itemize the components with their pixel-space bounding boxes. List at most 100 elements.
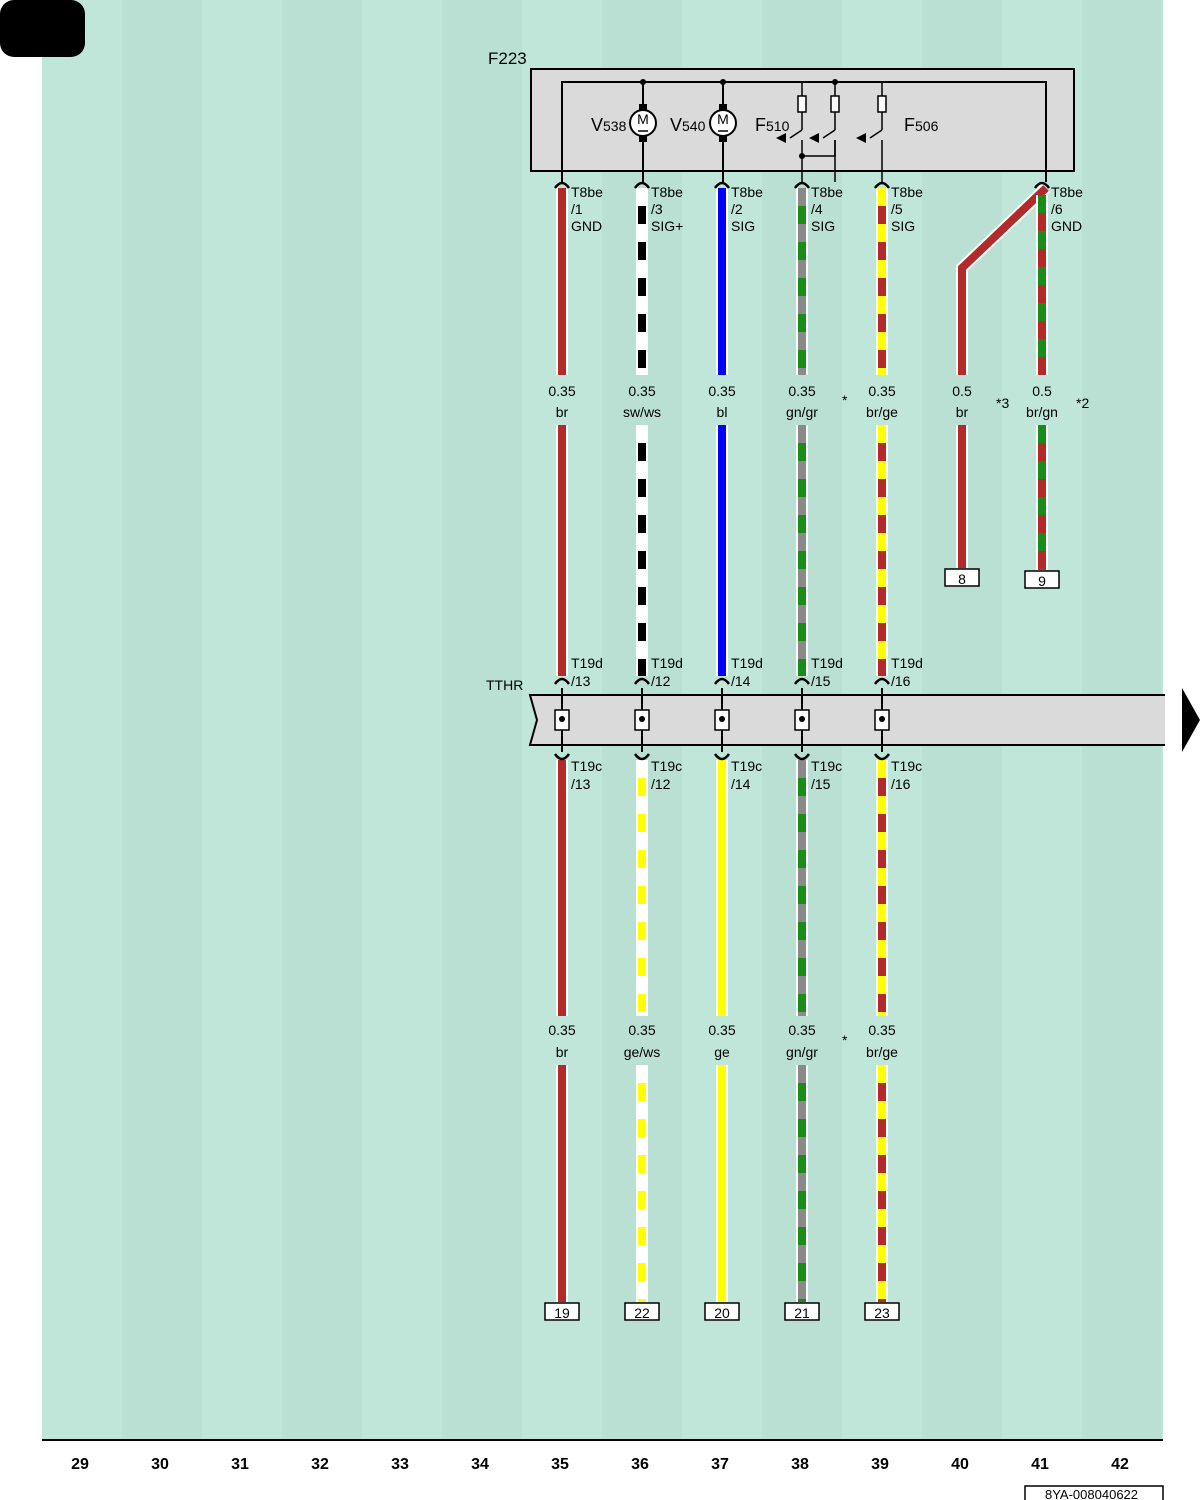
t19c-label: T19c	[891, 758, 922, 774]
resistor-icon	[797, 95, 807, 113]
t19c-label: /13	[571, 776, 591, 792]
terminal-box	[944, 568, 980, 587]
junction-dot	[832, 79, 838, 85]
splice-dot	[639, 716, 645, 722]
color-label: br/ge	[866, 1044, 898, 1060]
grid-number: 31	[231, 1456, 249, 1473]
switch-arrow-icon	[856, 133, 866, 143]
pin-label: T8be	[571, 184, 603, 200]
connector-icon	[713, 677, 731, 685]
splice-dot	[879, 716, 885, 722]
grid-number: 33	[391, 1456, 409, 1473]
gauge-label: 0.35	[788, 383, 815, 399]
component-name: F506	[904, 115, 939, 135]
t19c-label: T19c	[731, 758, 762, 774]
switch-arrow-icon	[809, 133, 819, 143]
corner-tab	[0, 0, 85, 57]
pin-label: GND	[571, 218, 602, 234]
t19d-label: T19d	[891, 655, 923, 671]
pin-label: T8be	[811, 184, 843, 200]
pin-label: T8be	[651, 184, 683, 200]
page-tab	[0, 0, 1200, 752]
grid-number: 42	[1111, 1456, 1129, 1473]
wire-labels: T8be/1GND0.35brT19d/13T19c/130.35br19T8b…	[544, 184, 1089, 1321]
gauge-label: 0.35	[548, 383, 575, 399]
pin-label: GND	[1051, 218, 1082, 234]
grid-number: 35	[551, 1456, 569, 1473]
t19d-label: /16	[891, 673, 911, 689]
connector-icon	[633, 677, 651, 685]
motor-icon	[629, 109, 657, 137]
terminal-box	[864, 1302, 900, 1321]
grid-stripe	[442, 0, 522, 1440]
wires	[553, 181, 1051, 1302]
connector-icon	[553, 677, 571, 685]
gauge-label: 0.5	[1032, 383, 1052, 399]
pin-label: /5	[891, 201, 903, 217]
pin-label: T8be	[891, 184, 923, 200]
t19d-label: T19d	[571, 655, 603, 671]
color-label: br/ge	[866, 404, 898, 420]
connector-icon	[633, 181, 651, 189]
terminal-number: 8	[958, 571, 966, 587]
pin-label: T8be	[731, 184, 763, 200]
motor-symbol: M	[637, 111, 649, 127]
t19c-label: /12	[651, 776, 671, 792]
t19d-label: /12	[651, 673, 671, 689]
connector-icon	[873, 181, 891, 189]
t19c-label: T19c	[651, 758, 682, 774]
component-name: V540	[670, 115, 706, 135]
switch-arrow-icon	[776, 133, 786, 143]
gauge-label: 0.5	[952, 383, 972, 399]
switch-link	[802, 140, 836, 157]
t19d-label: T19d	[731, 655, 763, 671]
color-label: br	[956, 404, 969, 420]
grid-number: 29	[71, 1456, 89, 1473]
grid-number: 37	[711, 1456, 729, 1473]
motor-symbol: M	[717, 111, 729, 127]
junction-dot	[720, 79, 726, 85]
component-name: F510	[755, 115, 790, 135]
color-label: br	[556, 404, 569, 420]
pin-label: T8be	[1051, 184, 1083, 200]
junction-dot	[640, 79, 646, 85]
gauge-label: 0.35	[628, 383, 655, 399]
grid-number: 30	[151, 1456, 169, 1473]
footnote-mark: *2	[1076, 395, 1089, 411]
terminal-box	[544, 1302, 580, 1321]
grid-number: 34	[471, 1456, 489, 1473]
tthr-harness	[528, 688, 1165, 752]
splice-dot	[559, 716, 565, 722]
harness-body	[528, 694, 1165, 746]
terminal-box	[784, 1302, 820, 1321]
connector-icon	[793, 753, 811, 761]
connector-icon	[793, 677, 811, 685]
color-label: br	[556, 1044, 569, 1060]
connector-icon	[793, 181, 811, 189]
t19c-label: T19c	[811, 758, 842, 774]
t19c-label: T19c	[571, 758, 602, 774]
terminal-number: 20	[714, 1305, 730, 1321]
t19c-label: /14	[731, 776, 751, 792]
connector-icon	[1033, 181, 1051, 189]
grid-number: 41	[1031, 1456, 1049, 1473]
pin-label: SIG+	[651, 218, 683, 234]
f223-housing: M M V538 V540 F510 F506	[530, 68, 1075, 182]
resistor-icon	[830, 95, 840, 113]
grid-number: 39	[871, 1456, 889, 1473]
color-label: ge/ws	[624, 1044, 661, 1060]
color-label: gn/gr	[786, 404, 818, 420]
grid-number: 32	[311, 1456, 329, 1473]
terminal-box	[1024, 570, 1060, 589]
t19c-label: /15	[811, 776, 831, 792]
switch-blade	[822, 129, 836, 139]
t19d-label: /13	[571, 673, 591, 689]
t19d-label: /14	[731, 673, 751, 689]
gauge-label: 0.35	[868, 383, 895, 399]
wire-br-diagonal	[958, 185, 1049, 375]
gauge-label: 0.35	[708, 1022, 735, 1038]
footnote-mark: *	[842, 392, 848, 408]
component-name: V538	[591, 115, 627, 135]
